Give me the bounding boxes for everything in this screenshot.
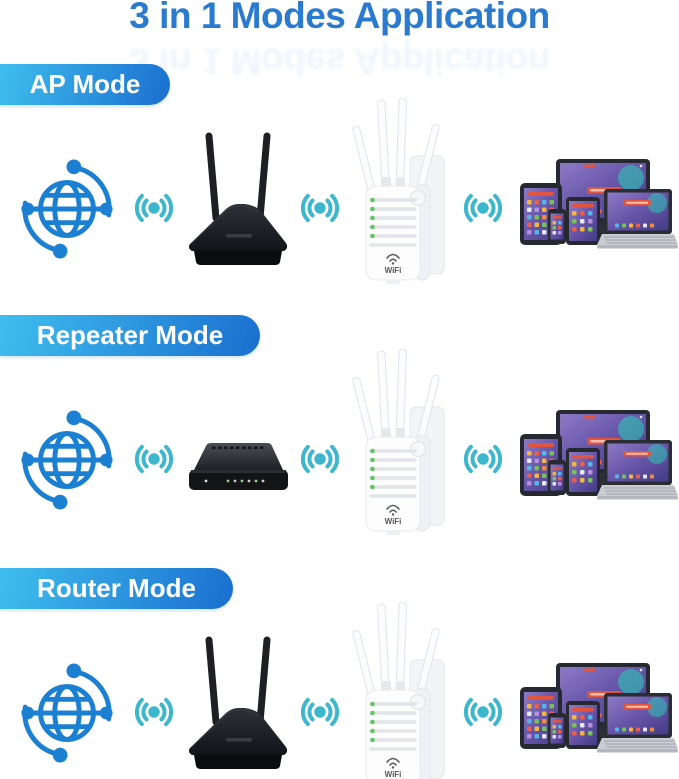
wifi-extender-image: WiFi (352, 349, 452, 535)
smartphone-image (548, 713, 566, 748)
mode-badge-label: Router Mode (37, 573, 196, 603)
modem-image (182, 438, 294, 496)
wifi-signal-icon (457, 187, 509, 229)
small-tablet-image (566, 701, 600, 749)
section-router-mode: Router Mode (0, 568, 679, 779)
wifi-signal-icon (128, 438, 180, 480)
globe-icon (18, 659, 116, 767)
extender-led-indicators (370, 701, 375, 743)
section-repeater-mode: Repeater Mode (0, 315, 679, 567)
smartphone-image (548, 460, 566, 495)
globe-icon (18, 155, 116, 263)
wireless-router-image (180, 126, 296, 266)
laptop-image (597, 189, 678, 249)
wifi-logo: WiFi (385, 504, 402, 526)
wifi-logo-text: WiFi (385, 266, 402, 275)
mode-badge-label: Repeater Mode (36, 320, 224, 350)
client-devices-image (520, 410, 678, 518)
mode-badge: AP Mode (0, 64, 170, 105)
mode-badge: Repeater Mode (0, 315, 260, 356)
wifi-signal-icon (457, 438, 509, 480)
wifi-signal-icon (294, 691, 346, 733)
wifi-logo: WiFi (385, 757, 402, 779)
small-tablet-image (566, 197, 600, 245)
smartphone-image (548, 209, 566, 244)
wifi-extender-image: WiFi (352, 602, 452, 779)
wifi-signal-icon (128, 691, 180, 733)
extender-led-indicators (370, 448, 375, 490)
mode-badge: Router Mode (0, 568, 233, 609)
section-ap-mode: AP Mode (0, 64, 679, 316)
client-devices-image (520, 159, 678, 267)
page-title: 3 in 1 Modes Application (129, 0, 550, 36)
wifi-signal-icon (294, 187, 346, 229)
globe-icon (18, 406, 116, 514)
wifi-signal-icon (294, 438, 346, 480)
wifi-logo-text: WiFi (385, 770, 402, 779)
laptop-image (597, 440, 678, 500)
client-devices-image (520, 663, 678, 771)
extender-led-indicators (370, 197, 375, 239)
wifi-logo: WiFi (385, 253, 402, 275)
mode-badge-label: AP Mode (29, 69, 141, 99)
wifi-extender-image: WiFi (352, 98, 452, 284)
small-tablet-image (566, 448, 600, 496)
laptop-image (597, 693, 678, 753)
wifi-signal-icon (457, 691, 509, 733)
wifi-logo-text: WiFi (385, 517, 402, 526)
wireless-router-image (180, 630, 296, 770)
wifi-signal-icon (128, 187, 180, 229)
